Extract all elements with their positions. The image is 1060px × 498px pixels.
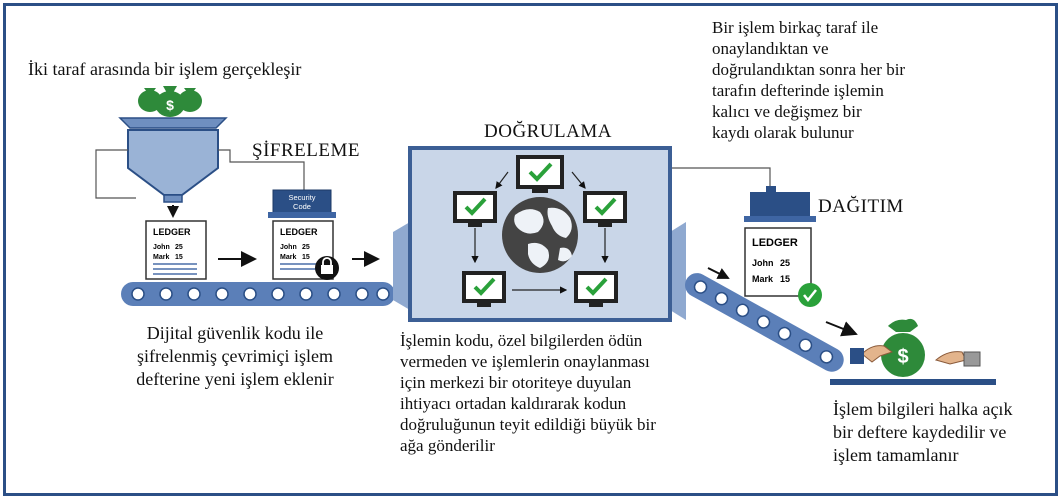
text-line: Dijital güvenlik kodu ile bbox=[146, 323, 324, 343]
text-line: doğrulandıktan sonra her bir bbox=[712, 60, 906, 79]
text-line: kalıcı ve değişmez bir bbox=[712, 102, 862, 121]
ledger-name-1: John bbox=[153, 244, 170, 251]
ledger-name-1: John bbox=[280, 244, 297, 251]
platform-bar bbox=[830, 379, 996, 385]
distribution-printer-icon bbox=[744, 186, 816, 222]
hopper-icon bbox=[118, 117, 228, 203]
conveyor-belt-left bbox=[121, 282, 395, 306]
ledger-name-2: Mark bbox=[280, 254, 296, 261]
ledger-value-2: 15 bbox=[780, 274, 790, 284]
verification-description: İşlemin kodu, özel bilgilerden ödün verm… bbox=[400, 330, 656, 456]
text-line: kaydı olarak bulunur bbox=[712, 123, 854, 142]
ledger-title: LEDGER bbox=[752, 237, 798, 249]
conveyor-belt-right bbox=[685, 273, 844, 372]
network-box-left-wing bbox=[393, 222, 410, 310]
money-bag-icon: $ bbox=[881, 318, 925, 377]
money-bag-symbol: $ bbox=[897, 346, 908, 368]
ledger-name-2: Mark bbox=[752, 274, 774, 284]
ledger-card-2: LEDGER John 25 Mark 15 bbox=[272, 220, 334, 280]
text-line: doğruluğunun teyit edildiği büyük bir bbox=[400, 415, 656, 434]
text-line: Bir işlem birkaç taraf ile bbox=[712, 18, 879, 37]
giving-hand-icon bbox=[850, 345, 894, 364]
ledger-name-1: John bbox=[752, 258, 774, 268]
encryption-description: Dijital güvenlik kodu ile şifrelenmiş çe… bbox=[110, 322, 360, 391]
globe-icon bbox=[502, 197, 578, 273]
completion-description: İşlem bilgileri halka açık bir deftere k… bbox=[833, 398, 1012, 467]
text-line: İşlem bilgileri halka açık bbox=[833, 399, 1013, 419]
ledger-card-3: LEDGER John 25 Mark 15 bbox=[744, 227, 812, 297]
checkmark-badge-icon bbox=[798, 283, 822, 307]
text-line: için merkezi bir otoriteye duyulan bbox=[400, 373, 632, 392]
text-line: ağa gönderilir bbox=[400, 436, 495, 455]
distribution-title: DAĞITIM bbox=[818, 196, 904, 217]
ledger-title: LEDGER bbox=[153, 227, 191, 237]
text-line: defterine yeni işlem eklenir bbox=[136, 369, 334, 389]
network-box-right-wing bbox=[670, 222, 686, 320]
text-line: İşlemin kodu, özel bilgilerden ödün bbox=[400, 331, 643, 350]
wiring-lines bbox=[95, 149, 771, 199]
text-line: ihtiyacı ortadan kaldırarak kodun bbox=[400, 394, 627, 413]
security-label-line1: Security bbox=[288, 193, 315, 202]
verification-title: DOĞRULAMA bbox=[484, 121, 612, 142]
lock-icon bbox=[315, 256, 339, 280]
text-line: onaylandıktan ve bbox=[712, 39, 829, 58]
ledger-value-1: 25 bbox=[302, 244, 310, 251]
monitor-check-icon bbox=[462, 271, 506, 307]
ledger-title: LEDGER bbox=[280, 227, 318, 237]
money-bag-symbol: $ bbox=[166, 97, 174, 113]
receiving-hand-icon bbox=[934, 351, 981, 367]
text-line: vermeden ve işlemlerin onaylanması bbox=[400, 352, 650, 371]
text-line: işlem tamamlanır bbox=[833, 445, 959, 465]
ledger-name-2: Mark bbox=[153, 254, 169, 261]
encryption-title: ŞİFRELEME bbox=[252, 140, 360, 161]
monitor-check-icon bbox=[453, 191, 497, 227]
ledger-value-2: 15 bbox=[175, 254, 183, 261]
security-code-printer-icon: Security Code bbox=[268, 189, 336, 218]
money-bags-icon: $ bbox=[138, 86, 202, 117]
text-line: şifrelenmiş çevrimiçi işlem bbox=[137, 346, 333, 366]
arrow-icon bbox=[825, 321, 858, 337]
monitor-check-icon bbox=[516, 155, 564, 193]
security-label-line2: Code bbox=[293, 202, 311, 211]
step-transaction-label: İki taraf arasında bir işlem gerçekleşir bbox=[28, 59, 302, 79]
ledger-value-1: 25 bbox=[175, 244, 183, 251]
text-line: bir deftere kaydedilir ve bbox=[833, 422, 1007, 442]
verification-network-box bbox=[408, 146, 672, 322]
monitor-check-icon bbox=[583, 191, 627, 227]
ledger-value-1: 25 bbox=[780, 258, 790, 268]
monitor-check-icon bbox=[574, 271, 618, 307]
text-line: tarafın defterinde işlemin bbox=[712, 81, 884, 100]
top-right-description: Bir işlem birkaç taraf ile onaylandıktan… bbox=[712, 17, 905, 143]
ledger-card-1: LEDGER John 25 Mark 15 bbox=[145, 220, 207, 280]
arrow-icon bbox=[707, 267, 730, 279]
ledger-value-2: 15 bbox=[302, 254, 310, 261]
